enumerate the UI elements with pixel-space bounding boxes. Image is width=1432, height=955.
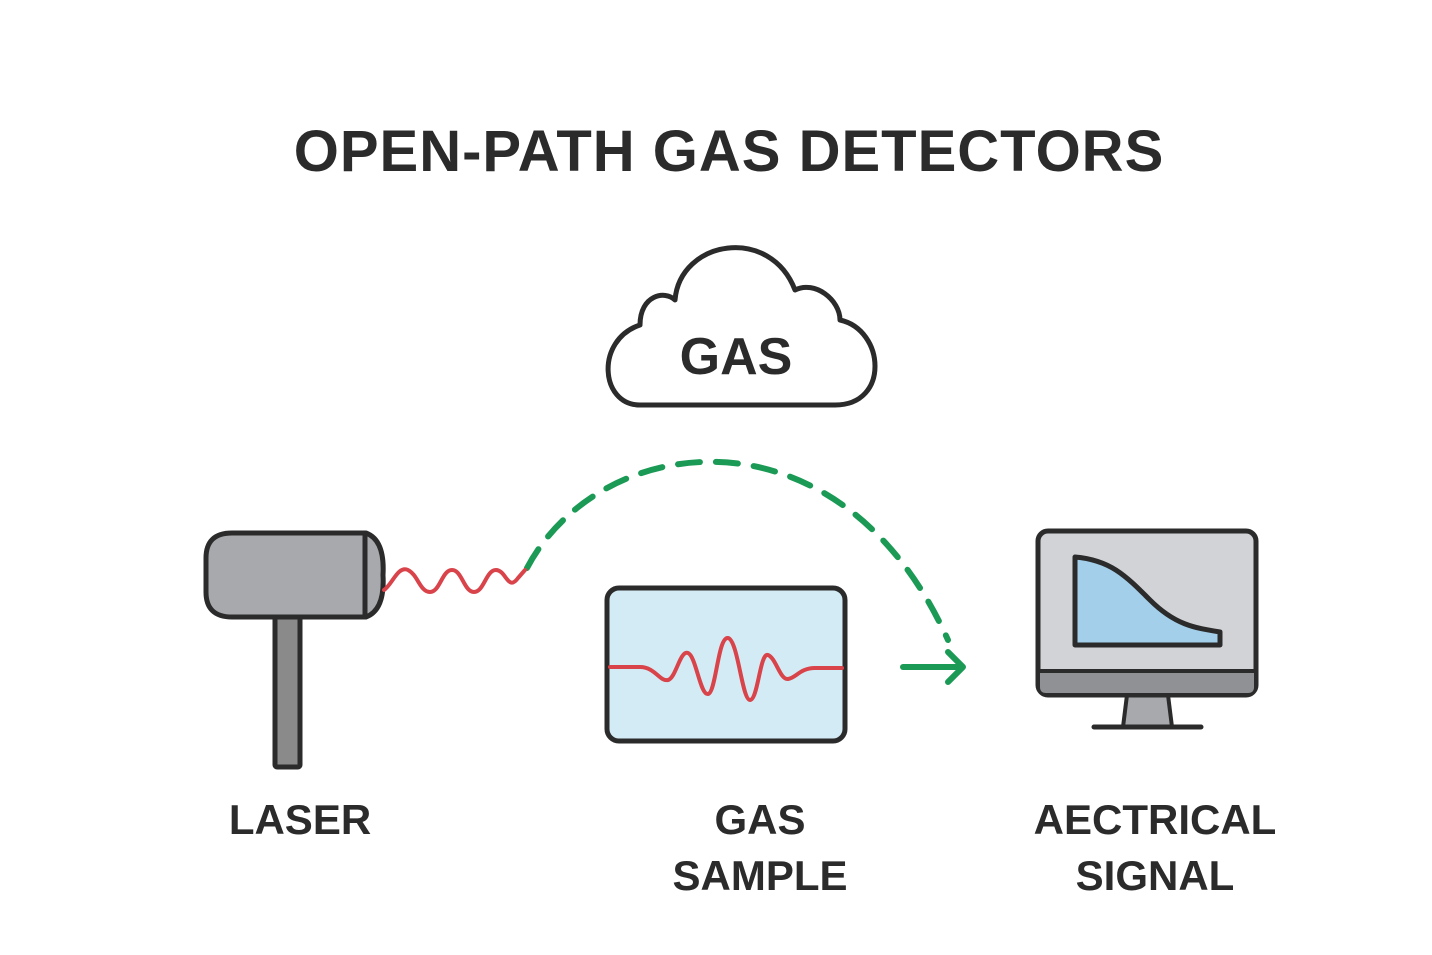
gas-sample-label-line2: SAMPLE — [672, 852, 848, 899]
gas-sample-label: GAS SAMPLE — [640, 792, 880, 904]
waveform-panel-icon — [604, 585, 848, 744]
signal-label: AECTRICAL SIGNAL — [1005, 792, 1305, 904]
gas-sample-label-line1: GAS — [714, 796, 806, 843]
signal-label-line1: AECTRICAL — [1033, 796, 1277, 843]
signal-label-line2: SIGNAL — [1075, 852, 1235, 899]
cloud-label: GAS — [680, 328, 793, 386]
laser-beam-wave — [382, 567, 527, 595]
diagram-title: OPEN-PATH GAS DETECTORS — [293, 119, 1165, 184]
laser-emitter-icon — [203, 530, 386, 770]
monitor-graph-icon — [1035, 528, 1259, 730]
arrow-right-icon — [900, 649, 966, 685]
cloud-icon: GAS — [605, 245, 878, 408]
beam-path-dashed — [524, 458, 951, 643]
laser-label: LASER — [228, 796, 372, 843]
